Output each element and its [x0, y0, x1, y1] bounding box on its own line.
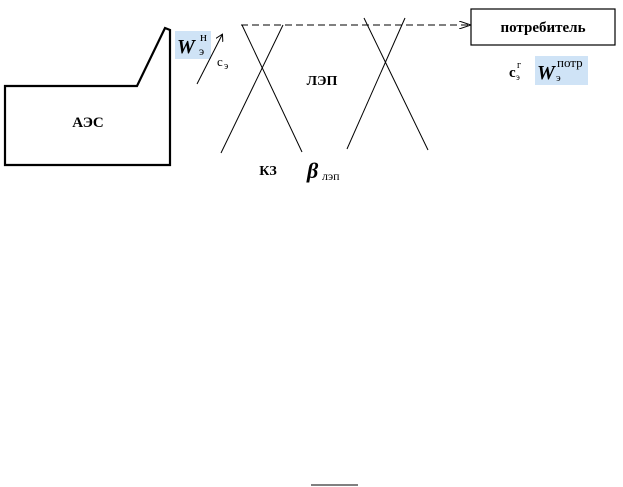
w-nominal-symbol: W: [177, 36, 196, 58]
line-label: ЛЭП: [307, 74, 338, 89]
w-nominal-base: W: [177, 36, 196, 58]
consumer-box: [470, 8, 616, 46]
c-consumer-sup: г: [517, 60, 521, 71]
beta-line-symbol: β: [306, 158, 319, 183]
c-consumer-symbol: c: [509, 65, 516, 81]
line-cross-right-a: [363, 17, 429, 151]
c-e-sub: э: [224, 61, 228, 72]
beta-line-sub: лэп: [322, 169, 340, 183]
w-consumer-sup: потр: [557, 55, 583, 70]
power-plant-shape: [3, 26, 172, 167]
line-cross-left-a: [241, 24, 303, 153]
w-nominal-sup: н: [200, 29, 207, 44]
flow-small-arrow: [196, 35, 222, 85]
w-consumer-sub: э: [556, 72, 561, 84]
line-cross-right-b: [346, 17, 406, 150]
w-consumer-base: W: [537, 62, 556, 84]
w-nominal-highlight: [175, 31, 211, 59]
c-consumer-sub: э: [516, 72, 520, 82]
w-nominal-sub: э: [199, 44, 204, 58]
consumer-label: потребитель: [500, 20, 585, 36]
line-cross-left-b: [220, 24, 284, 154]
c-e-symbol: c: [217, 54, 223, 69]
short-circuit-label: КЗ: [259, 164, 277, 179]
power-plant-label: АЭС: [72, 115, 103, 131]
w-consumer-highlight: [535, 56, 588, 85]
